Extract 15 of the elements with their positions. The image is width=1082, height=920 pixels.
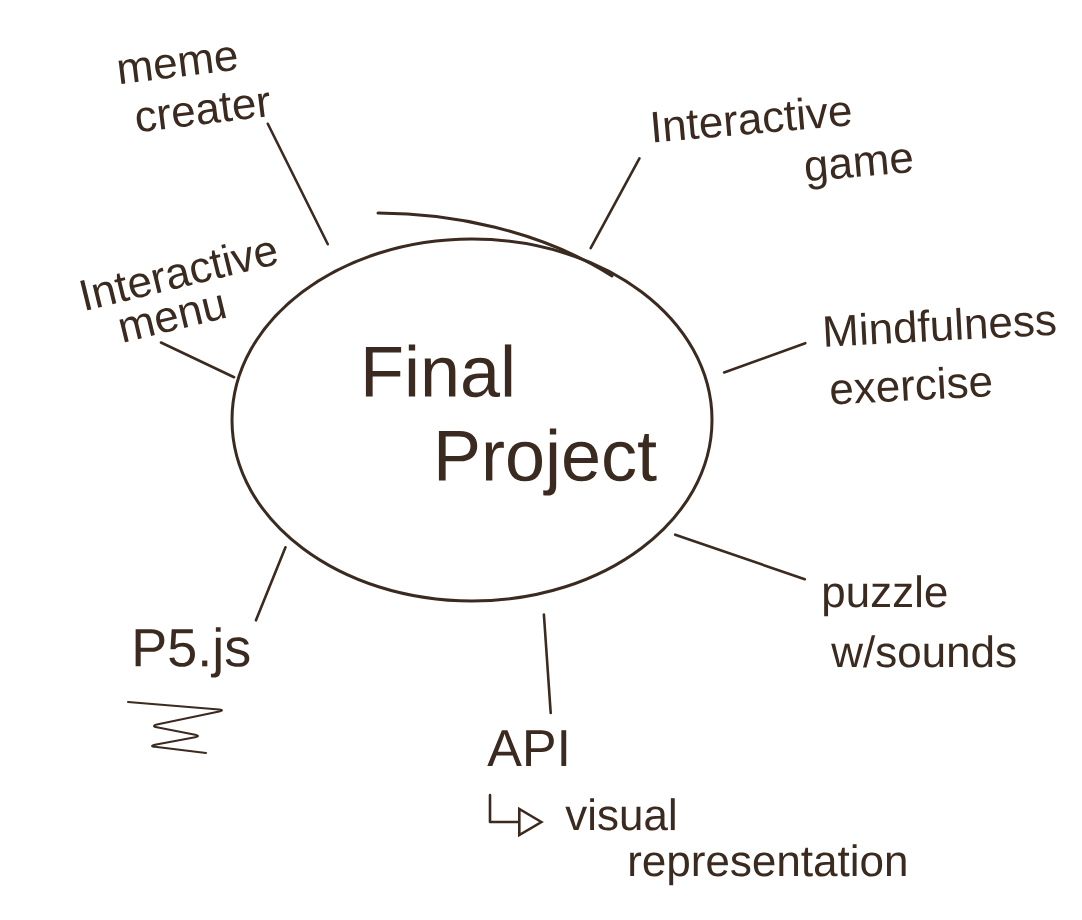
connector-line <box>542 613 552 715</box>
topic-label: Interactive game <box>652 97 912 190</box>
connector-line <box>266 122 330 246</box>
topic-label: API <box>487 730 567 766</box>
connector-line <box>722 341 807 374</box>
topic-label: P5.js <box>135 627 250 678</box>
topic-label: Mindfulness exercise <box>825 307 1056 405</box>
connector-line <box>673 533 807 581</box>
topic-label: Interactive menu <box>80 242 277 343</box>
connector-line <box>589 157 641 250</box>
topic-label: visual representation <box>565 798 906 886</box>
connector-line <box>254 546 287 622</box>
topic-label: meme creater <box>118 47 270 132</box>
connector-line <box>159 341 236 379</box>
topic-label: puzzle w/sounds <box>824 575 1016 668</box>
